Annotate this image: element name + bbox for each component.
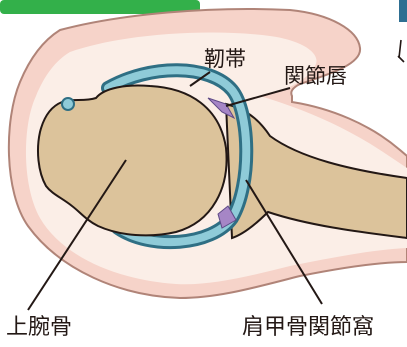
edge-glyph [398,40,404,62]
frame-corner [399,0,407,22]
label-labrum: 関節唇 [284,64,347,88]
label-ligament: 靭帯 [204,47,246,71]
label-humerus: 上腕骨 [6,315,72,340]
label-glenoid: 肩甲骨関節窩 [242,315,374,340]
bone-nodule [62,98,74,110]
